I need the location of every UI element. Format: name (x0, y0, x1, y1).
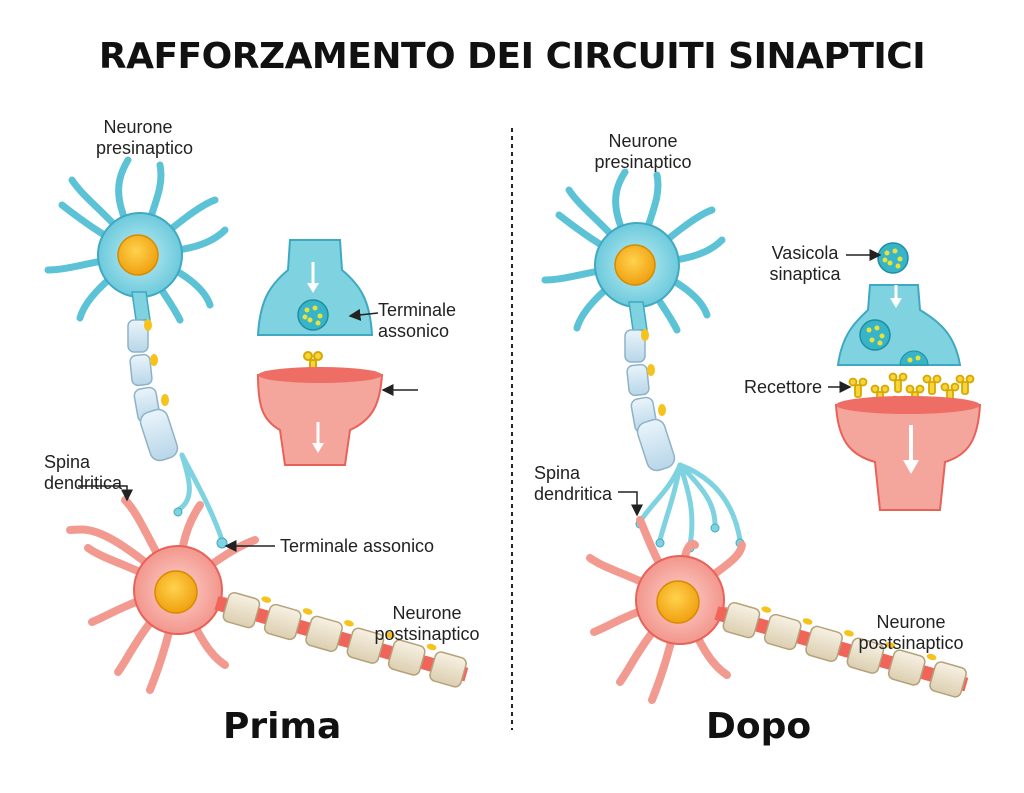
synaptic-vesicle (297, 299, 329, 331)
postsynaptic-neuron-after (586, 516, 969, 704)
heading-before: Prima (223, 706, 342, 747)
callout-terminal-inset-before (348, 308, 379, 321)
label-receptor-after: Recettore (744, 377, 823, 397)
presynaptic-neuron-before (44, 156, 229, 549)
heading-after: Dopo (706, 706, 812, 747)
page-title: RAFFORZAMENTO DEI CIRCUITI SINAPTICI (98, 36, 926, 77)
callout-spine-before (78, 485, 133, 502)
synapse-inset-after (834, 242, 982, 511)
synaptic-vesicle-top (877, 242, 909, 274)
synapse-inset-before (256, 239, 384, 466)
postsynaptic-neuron-before (66, 496, 469, 694)
label-terminal-before: Terminale assonico (280, 536, 435, 556)
callout-spine-after (618, 491, 643, 517)
